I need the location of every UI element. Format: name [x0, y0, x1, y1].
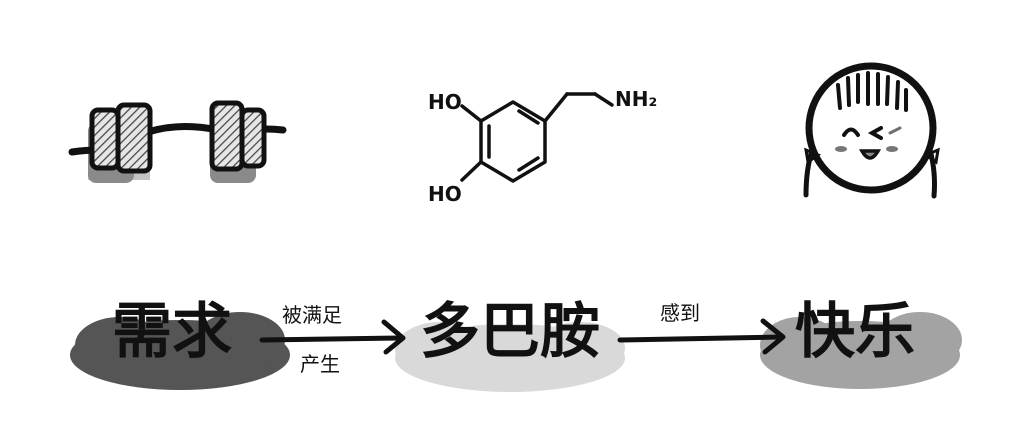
happy-blob: [760, 312, 962, 389]
arrow-need-to-dopamine: [259, 319, 406, 355]
ho-bottom-label: HO: [428, 182, 462, 206]
node-need: 需求: [112, 297, 232, 367]
edge-label-produce: 产生: [300, 352, 340, 376]
need-blob: [70, 312, 290, 390]
ho-top-label: HO: [428, 90, 462, 114]
edge-label-feel: 感到: [660, 301, 700, 325]
node-dopamine: 多巴胺: [420, 297, 600, 367]
edge-label-satisfied: 被满足: [282, 303, 342, 327]
dumbbell-icon: [68, 100, 287, 183]
node-happy: 快乐: [795, 297, 915, 367]
arrow-dopamine-to-happy: [617, 318, 786, 355]
nh2-label: NH₂: [615, 87, 657, 111]
dopamine-blob: [395, 322, 625, 392]
happy-face-icon: [803, 62, 940, 199]
dopamine-structure: [460, 92, 614, 183]
